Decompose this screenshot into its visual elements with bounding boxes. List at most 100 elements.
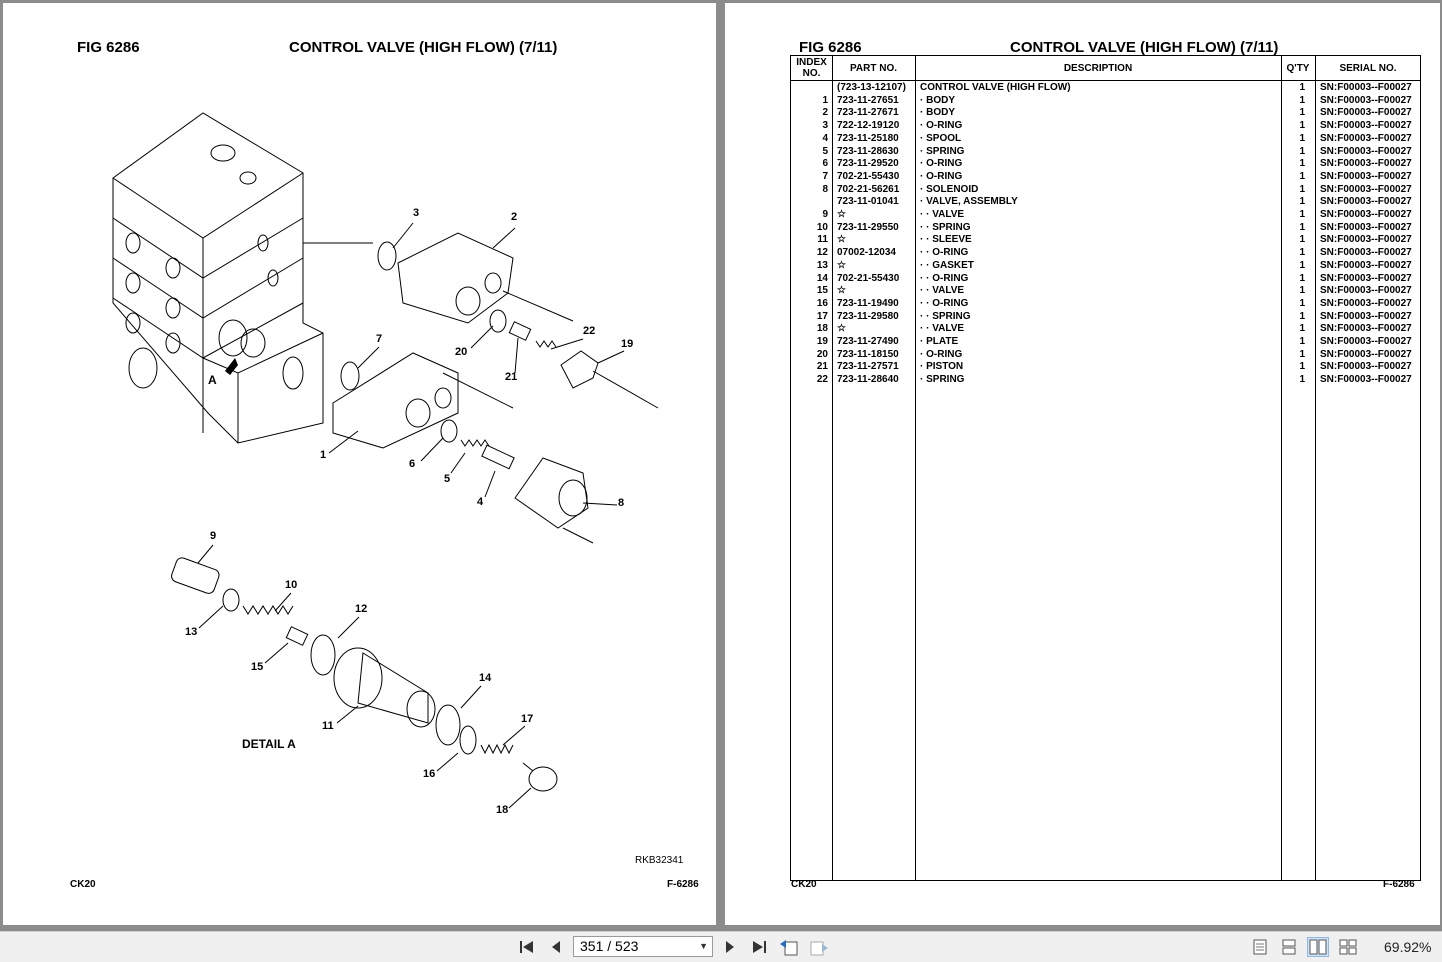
serial-cell: SN:F00003--F00027 xyxy=(1320,183,1412,195)
page-title: CONTROL VALVE (HIGH FLOW) (7/11) xyxy=(289,39,558,56)
index-cell: 7 xyxy=(822,170,828,182)
part-no-cell: 723-11-29550 xyxy=(837,221,899,233)
description-cell: · SPOOL xyxy=(920,132,962,144)
part-no-cell: 723-11-27671 xyxy=(837,107,899,119)
qty-cell: 1 xyxy=(1299,209,1305,220)
page-title: CONTROL VALVE (HIGH FLOW) (7/11) xyxy=(1010,39,1279,56)
serial-cell: SN:F00003--F00027 xyxy=(1320,82,1412,93)
detail-label: DETAIL A xyxy=(242,737,296,751)
qty-cell: 1 xyxy=(1299,336,1305,347)
first-page-icon[interactable] xyxy=(516,936,538,958)
qty-cell: 1 xyxy=(1299,374,1305,386)
description-cell: · BODY xyxy=(920,94,955,106)
continuous-view-icon[interactable] xyxy=(1278,937,1300,957)
serial-cell: SN:F00003--F00027 xyxy=(1320,272,1412,284)
previous-page-icon[interactable] xyxy=(545,936,567,958)
serial-cell: SN:F00003--F00027 xyxy=(1320,145,1412,157)
serial-cell: SN:F00003--F00027 xyxy=(1320,120,1412,132)
index-cell: 3 xyxy=(822,120,828,132)
next-view-icon[interactable] xyxy=(808,936,830,958)
o-ring-16 xyxy=(459,725,477,755)
qty-cell: 1 xyxy=(1299,196,1305,208)
index-cell: 8 xyxy=(822,183,828,195)
o-ring-14 xyxy=(435,704,461,746)
last-page-icon[interactable] xyxy=(748,936,770,958)
callout-1: 1 xyxy=(320,449,327,461)
facing-view-icon[interactable] xyxy=(1307,937,1329,957)
previous-view-icon[interactable] xyxy=(778,936,800,958)
part-no-cell: 723-11-25180 xyxy=(837,132,899,144)
index-cell: 5 xyxy=(822,145,828,157)
table-header: INDEX NO. PART NO. DESCRIPTION Q'TY SERI… xyxy=(791,56,1420,81)
spring-22 xyxy=(535,340,557,348)
callout-7: 7 xyxy=(376,333,383,345)
next-page-icon[interactable] xyxy=(719,936,741,958)
callout-16: 16 xyxy=(423,768,436,780)
exploded-view-diagram xyxy=(112,112,659,809)
qty-cell: 1 xyxy=(1299,272,1305,284)
footer-page-code: F-6286 xyxy=(1383,879,1415,890)
header-description: DESCRIPTION xyxy=(1063,62,1133,74)
qty-cell: 1 xyxy=(1299,107,1305,119)
header-serial: SERIAL NO. xyxy=(1339,62,1397,74)
o-ring-6 xyxy=(440,419,458,443)
qty-cell: 1 xyxy=(1299,348,1305,360)
description-cell: · · O-RING xyxy=(920,272,969,284)
index-cell: 9 xyxy=(822,209,828,220)
zoom-level[interactable]: 69.92% xyxy=(1384,939,1432,955)
description-cell: · PISTON xyxy=(920,361,964,373)
serial-cell: SN:F00003--F00027 xyxy=(1320,158,1412,170)
description-cell: · O-RING xyxy=(920,120,963,132)
qty-cell: 1 xyxy=(1299,94,1305,106)
sleeve-11 xyxy=(333,647,436,728)
callout-21: 21 xyxy=(505,371,518,383)
o-ring-20 xyxy=(489,309,507,333)
description-cell: · VALVE, ASSEMBLY xyxy=(920,196,1018,208)
description-cell: CONTROL VALVE (HIGH FLOW) xyxy=(920,82,1071,93)
serial-cell: SN:F00003--F00027 xyxy=(1320,209,1412,220)
serial-cell: SN:F00003--F00027 xyxy=(1320,94,1412,106)
part-no-cell: (723-13-12107) xyxy=(837,82,906,93)
o-ring-3 xyxy=(377,241,397,271)
left-page: FIG 6286 CONTROL VALVE (HIGH FLOW) (7/11… xyxy=(3,3,716,925)
part-no-cell: 723-11-01041 xyxy=(837,196,899,208)
serial-cell: SN:F00003--F00027 xyxy=(1320,297,1412,309)
page-number-input[interactable]: 351 / 523 ▼ xyxy=(573,936,713,957)
continuous-facing-view-icon[interactable] xyxy=(1337,937,1359,957)
spring-10 xyxy=(242,605,294,615)
serial-cell: SN:F00003--F00027 xyxy=(1320,336,1412,347)
qty-cell: 1 xyxy=(1299,221,1305,233)
qty-cell: 1 xyxy=(1299,285,1305,297)
callout-15: 15 xyxy=(251,661,264,673)
qty-cell: 1 xyxy=(1299,82,1305,93)
right-page: FIG 6286 CONTROL VALVE (HIGH FLOW) (7/11… xyxy=(725,3,1440,925)
serial-cell: SN:F00003--F00027 xyxy=(1320,323,1412,335)
footer-model: CK20 xyxy=(70,879,96,890)
o-ring-7 xyxy=(340,361,360,391)
description-cell: · O-RING xyxy=(920,170,963,182)
part-no-cell: 723-11-27490 xyxy=(837,336,899,347)
serial-cell: SN:F00003--F00027 xyxy=(1320,310,1412,322)
single-page-view-icon[interactable] xyxy=(1249,937,1271,957)
index-cell: 19 xyxy=(816,336,828,347)
parts-table: INDEX NO. PART NO. DESCRIPTION Q'TY SERI… xyxy=(790,55,1421,881)
index-cell: 18 xyxy=(816,323,828,335)
description-cell: · O-RING xyxy=(920,348,963,360)
part-no-cell: 723-11-28640 xyxy=(837,374,899,386)
callout-8: 8 xyxy=(618,497,625,509)
callout-5: 5 xyxy=(444,473,451,485)
piston-21 xyxy=(508,321,532,341)
